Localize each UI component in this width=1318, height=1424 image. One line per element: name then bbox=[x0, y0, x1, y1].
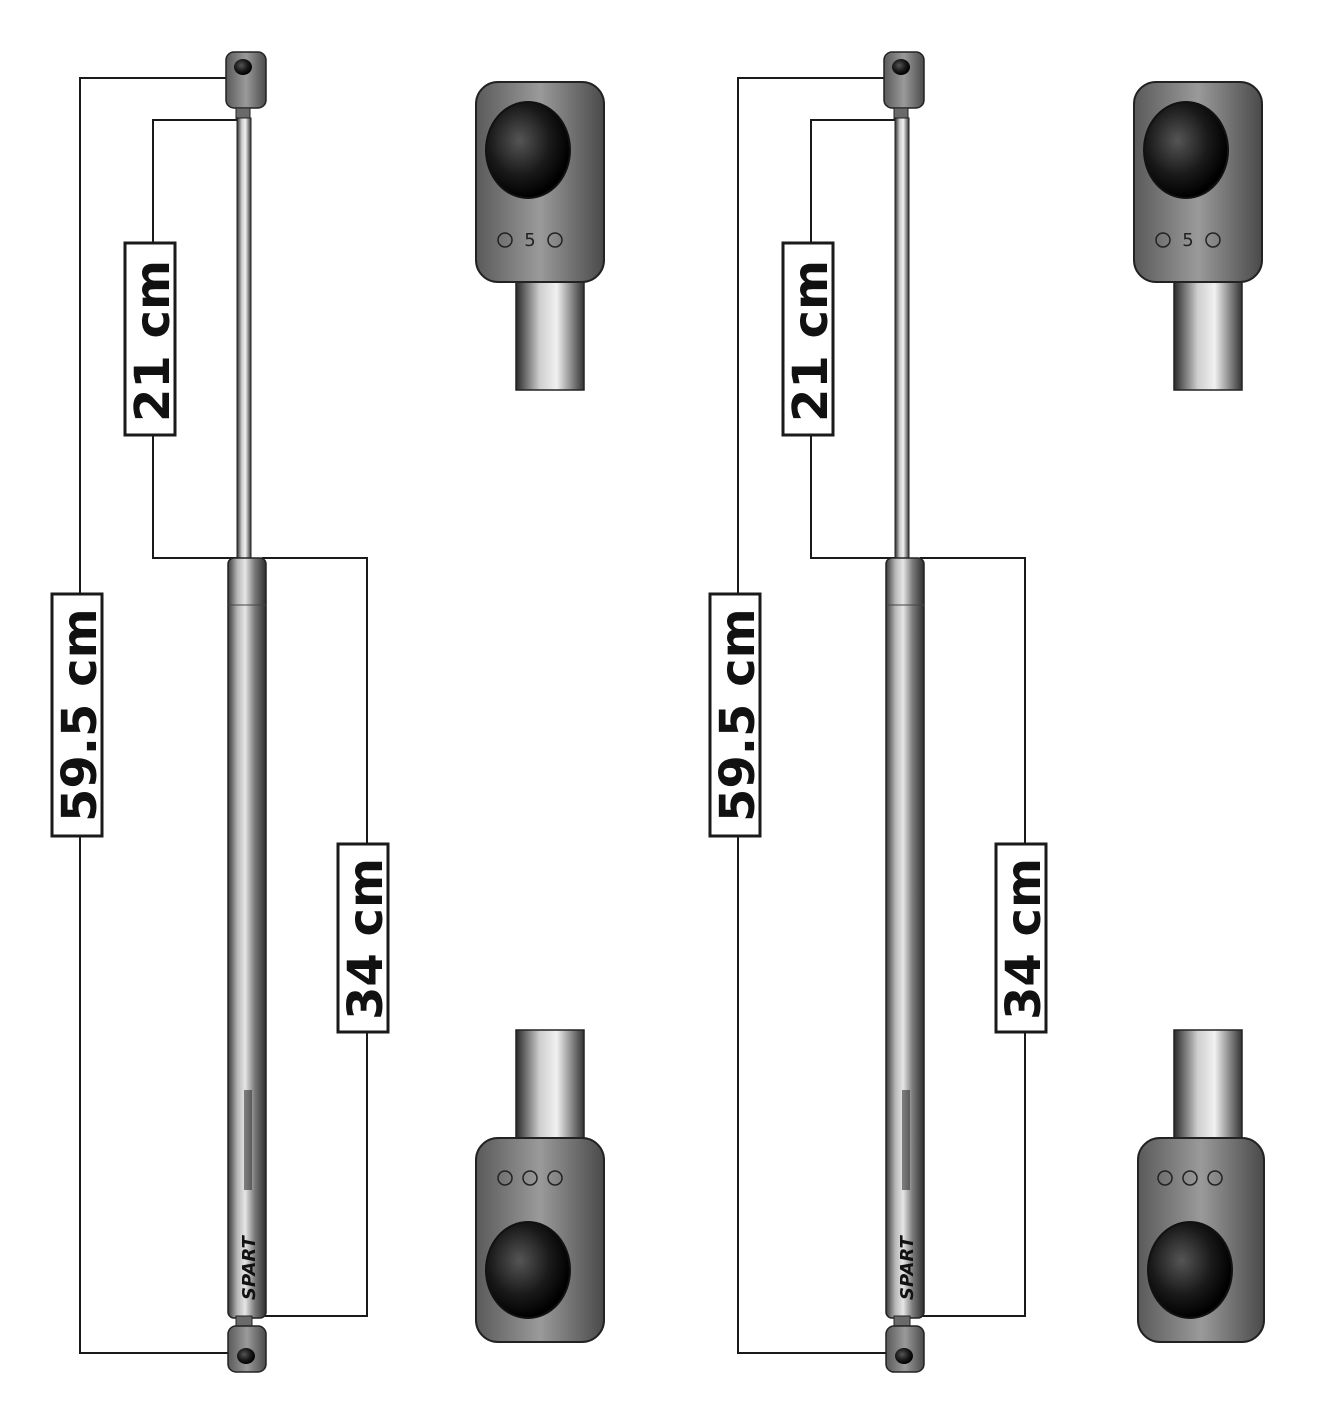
fitting-detail-bottom-2 bbox=[1137, 1029, 1265, 1343]
label-body-2: 34 cm bbox=[994, 842, 1052, 1034]
cylinder-body-2: SPART bbox=[885, 557, 925, 1319]
top-end-fitting-1 bbox=[225, 51, 267, 121]
body-brand-2: SPART bbox=[897, 1235, 918, 1300]
body-brand-1: SPART bbox=[239, 1235, 260, 1300]
bottom-end-fitting-1 bbox=[227, 1315, 267, 1373]
fitting-detail-top-2: 5 bbox=[1133, 81, 1263, 391]
dimension-lines-2 bbox=[737, 77, 1026, 1354]
fitting-marking: 5 bbox=[1182, 230, 1193, 251]
rod-length-label: 21 cm bbox=[783, 260, 839, 422]
dimension-lines-1 bbox=[79, 77, 368, 1354]
label-total-2: 59.5 cm bbox=[708, 592, 766, 838]
top-end-fitting-2 bbox=[883, 51, 925, 121]
cylinder-body-1: SPART bbox=[227, 557, 267, 1319]
label-body-1: 34 cm bbox=[336, 842, 394, 1034]
label-total-1: 59.5 cm bbox=[50, 592, 108, 838]
fitting-detail-bottom-1 bbox=[475, 1029, 605, 1343]
rod-length-label: 21 cm bbox=[125, 260, 181, 422]
bottom-end-fitting-2 bbox=[885, 1315, 925, 1373]
body-length-label: 34 cm bbox=[338, 858, 394, 1020]
piston-rod-2 bbox=[894, 117, 910, 561]
piston-rod-1 bbox=[236, 117, 252, 561]
total-length-label: 59.5 cm bbox=[710, 608, 766, 822]
label-rod-1: 21 cm bbox=[123, 241, 181, 437]
strut-1: SPART 59.5 cm 21 cm 34 cm 5 bbox=[50, 51, 605, 1373]
fitting-detail-top-1: 5 bbox=[475, 81, 605, 391]
body-length-label: 34 cm bbox=[996, 858, 1052, 1020]
strut-2: SPART 59.5 cm 21 cm 34 cm 5 bbox=[708, 51, 1265, 1373]
fitting-marking: 5 bbox=[524, 230, 535, 251]
total-length-label: 59.5 cm bbox=[52, 608, 108, 822]
label-rod-2: 21 cm bbox=[781, 241, 839, 437]
